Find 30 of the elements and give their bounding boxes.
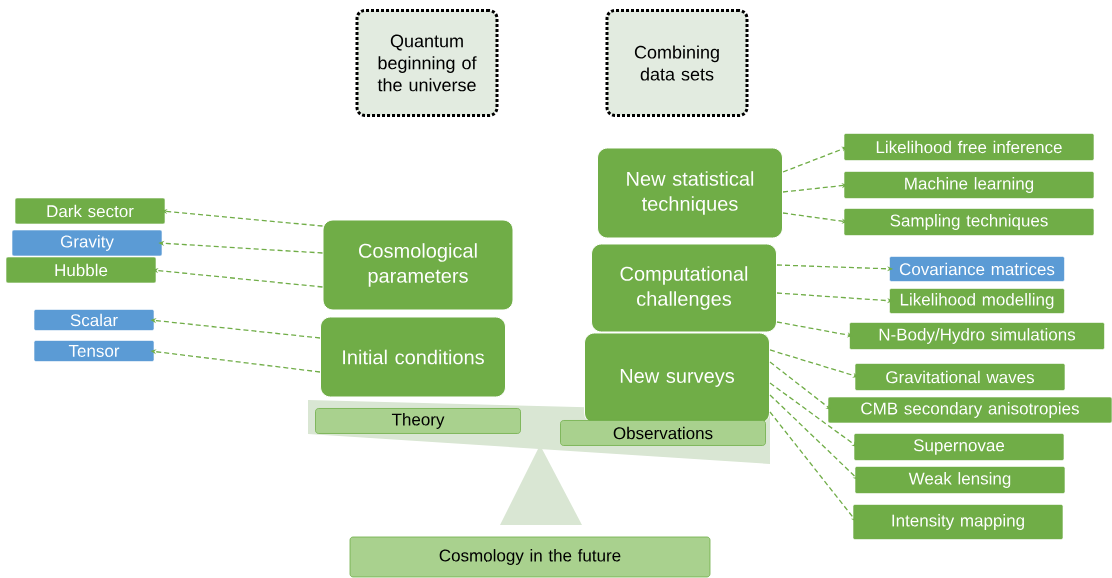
dotted-box: Quantum beginning of the universe — [355, 9, 499, 117]
item-box: Likelihood free inference — [843, 133, 1095, 161]
topic-box: Cosmological parameters — [322, 219, 514, 311]
topic-box: Initial conditions — [320, 316, 506, 398]
item-box: Supernovae — [853, 433, 1065, 461]
item-box: Intensity mapping — [852, 504, 1064, 540]
item-box: N-Body/Hydro simulations — [849, 322, 1105, 350]
item-box: Tensor — [33, 340, 155, 362]
item-box: Machine learning — [843, 171, 1095, 199]
item-box: Covariance matrices — [889, 256, 1065, 282]
item-box: Likelihood modelling — [889, 288, 1065, 314]
arrow — [769, 394, 859, 480]
item-box: Dark sector — [14, 197, 166, 225]
item-box: CMB secondary anisotropies — [827, 396, 1112, 424]
topic-box: New surveys — [584, 332, 770, 424]
topic-box: Computational challenges — [591, 243, 777, 333]
dotted-box: Combining data sets — [605, 9, 749, 117]
arrow — [769, 411, 857, 522]
item-box: Weak lensing — [854, 466, 1066, 494]
item-box: Hubble — [5, 256, 157, 284]
item-box: Scalar — [33, 309, 155, 331]
topic-box: New statistical techniques — [597, 147, 783, 239]
label-bar: Theory — [315, 408, 521, 434]
item-box: Sampling techniques — [843, 208, 1095, 236]
arrow — [769, 361, 832, 410]
label-bar: Observations — [560, 420, 766, 446]
item-box: Gravitational waves — [854, 363, 1066, 391]
item-box: Gravity — [11, 229, 163, 257]
arrow — [769, 382, 858, 447]
label-bar: Cosmology in the future — [349, 536, 711, 578]
